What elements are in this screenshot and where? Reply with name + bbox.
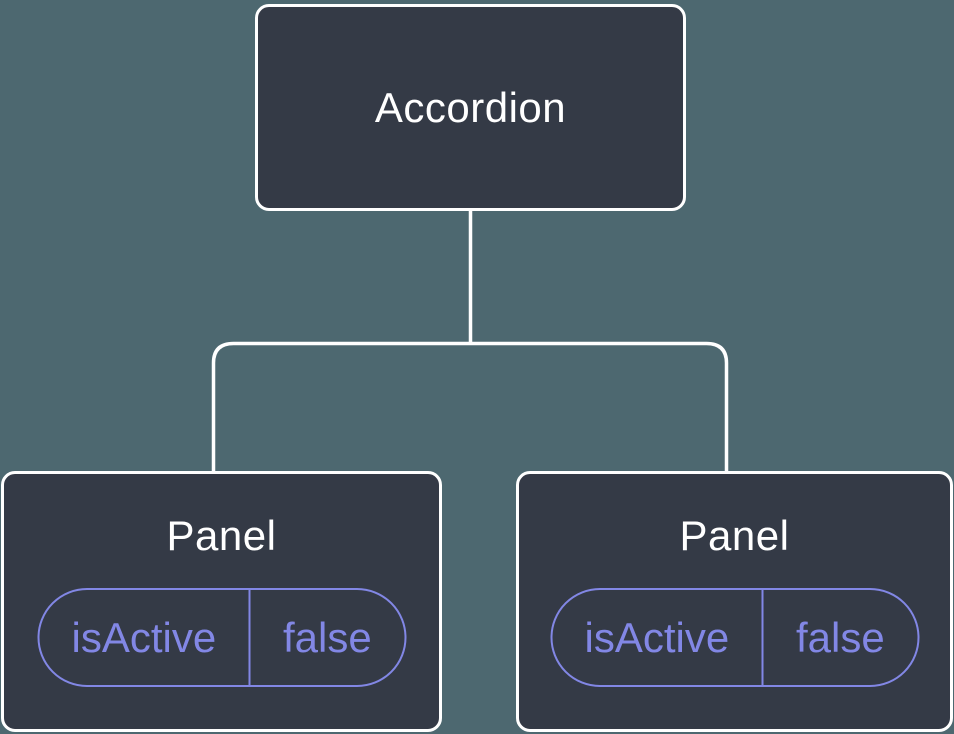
panel-node-right: Panel isActive false	[516, 471, 953, 732]
accordion-node: Accordion	[255, 4, 686, 211]
state-name: isActive	[552, 590, 764, 685]
state-pill: isActive false	[37, 588, 406, 687]
accordion-node-label: Accordion	[374, 83, 567, 131]
state-value: false	[795, 613, 885, 661]
panel-node-label: Panel	[679, 512, 790, 559]
panel-node-label: Panel	[166, 512, 277, 559]
state-name: isActive	[39, 590, 251, 685]
connector-branch	[211, 341, 729, 471]
state-value: false	[282, 613, 372, 661]
panel-node-left: Panel isActive false	[1, 471, 442, 732]
state-pill: isActive false	[550, 588, 919, 687]
